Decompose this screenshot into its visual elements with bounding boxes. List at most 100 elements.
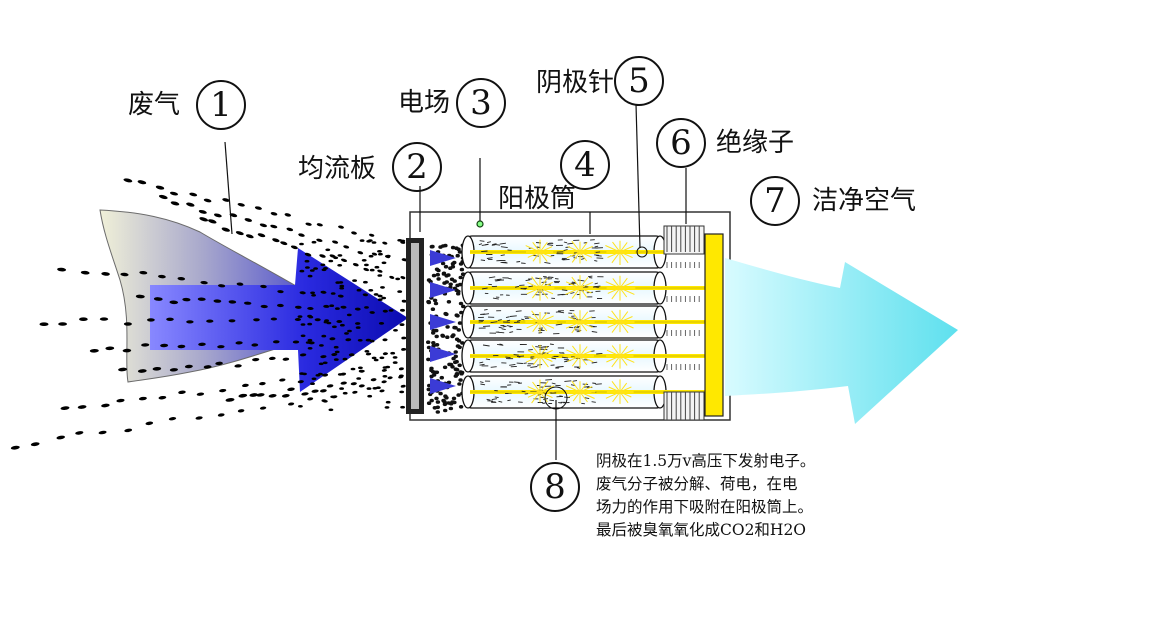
particle-dash [253, 318, 260, 321]
particle-dash [58, 322, 67, 326]
particle-dash [310, 269, 315, 272]
particle-dash [400, 240, 405, 243]
field-dot [455, 338, 459, 342]
particle-dash [399, 367, 404, 370]
particle-dash [305, 222, 312, 226]
particle-dash [343, 245, 350, 249]
particle-dash [347, 330, 352, 333]
particle-dash [318, 373, 323, 376]
particle-dash [137, 179, 146, 185]
particle-dash [189, 192, 198, 197]
particle-dash [389, 275, 395, 279]
particle-dash [395, 278, 400, 281]
particle-dash [245, 234, 254, 240]
particle-dash [323, 362, 328, 365]
particle-dash [334, 358, 339, 361]
particle-dash [279, 378, 286, 382]
particle-dash [252, 358, 259, 362]
particle-dash [145, 421, 153, 425]
particle-dash [335, 281, 340, 284]
label-exhaust: 废气 [128, 92, 180, 118]
particle-dash [79, 317, 88, 321]
insulator [667, 296, 699, 302]
insulator [667, 262, 699, 268]
field-dot [436, 277, 440, 281]
particle-dash [311, 389, 319, 393]
particle-dash [319, 254, 326, 259]
particle-dash [338, 225, 345, 229]
particle-dash [124, 428, 132, 433]
particle-dash [75, 431, 84, 436]
particle-dash [57, 267, 66, 271]
particle-dash [334, 346, 339, 349]
particle-dash [397, 290, 402, 293]
particle-dash [338, 254, 343, 257]
insulator [664, 392, 704, 420]
particle-dash [324, 321, 329, 324]
field-dot [442, 400, 446, 404]
field-dot [449, 283, 453, 287]
number-6: 6 [656, 118, 706, 168]
particle-dash [268, 394, 276, 398]
label-clean-air: 洁净空气 [812, 188, 916, 214]
particle-dash [195, 416, 203, 420]
particle-dash [298, 315, 303, 318]
particle-dash [351, 368, 356, 371]
particle-dash [370, 269, 375, 272]
particle-dash [331, 292, 336, 295]
particle-dash [287, 387, 295, 391]
field-dot [436, 410, 440, 414]
field-dot [440, 334, 444, 338]
number-7: 7 [750, 176, 800, 226]
insulator [667, 330, 699, 336]
particle-dash [118, 367, 127, 371]
particle-dash [257, 232, 265, 237]
field-dot [454, 374, 458, 378]
particle-dash [373, 387, 378, 390]
particle-dash [256, 393, 265, 397]
anode-tube [462, 340, 712, 372]
particle-dash [90, 349, 99, 353]
particle-dash [307, 323, 312, 326]
particle-dash [347, 314, 352, 317]
particle-dash [400, 323, 405, 326]
particle-dash [31, 442, 40, 447]
field-dot [460, 268, 464, 272]
particle-dash [56, 435, 65, 440]
field-dot [427, 300, 431, 304]
particle-dash [259, 223, 267, 228]
number-2: 2 [392, 142, 442, 192]
particle-dash [363, 281, 368, 284]
particle-dash [244, 217, 252, 222]
particle-dash [203, 198, 211, 203]
particle-dash [101, 403, 110, 408]
number-8: 8 [530, 462, 580, 512]
particle-dash [367, 395, 372, 398]
particle-dash [235, 230, 244, 236]
particle-dash [333, 257, 338, 260]
particle-dash [352, 262, 359, 267]
field-dot [448, 266, 452, 270]
particle-dash [375, 266, 380, 269]
particle-dash [372, 241, 377, 244]
particle-dash [155, 185, 164, 190]
particle-dash [378, 298, 383, 301]
particle-dash [286, 227, 293, 232]
particle-dash [308, 347, 313, 350]
particle-dash [255, 206, 263, 211]
particle-dash [369, 233, 375, 237]
particle-dash [382, 369, 388, 372]
particle-dash [158, 396, 166, 400]
particle-dash [374, 293, 379, 296]
anode-tubes [462, 236, 712, 409]
particle-dash [305, 260, 310, 263]
particle-dash [322, 399, 327, 402]
field-dot [433, 406, 437, 410]
particle-dash [310, 382, 315, 385]
particle-dash [330, 396, 335, 399]
field-dot [458, 378, 462, 382]
particle-dash [238, 409, 245, 413]
particle-dash [320, 389, 327, 393]
particle-dash [378, 253, 383, 256]
particle-dash [101, 272, 110, 276]
